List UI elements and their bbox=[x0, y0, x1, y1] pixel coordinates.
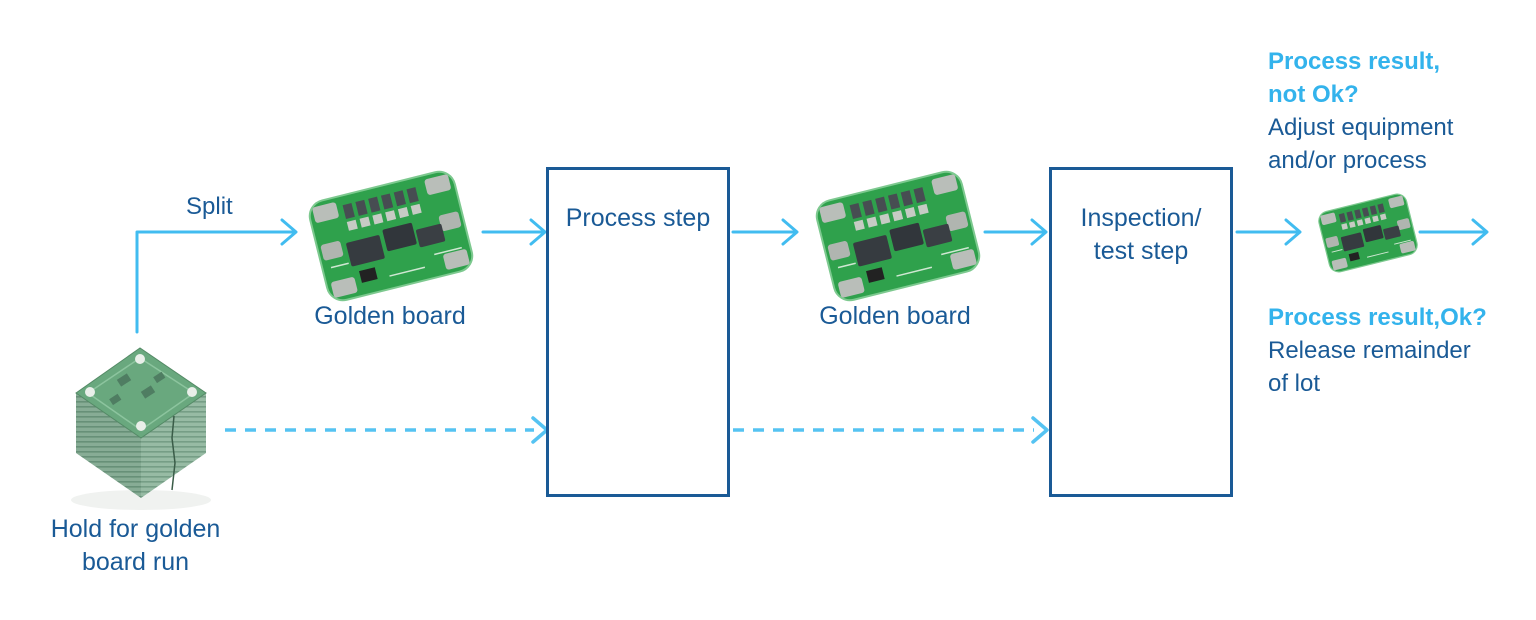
inspection-label-line2: test step bbox=[1093, 237, 1189, 265]
result-ok-note: Process result,Ok? Release remainder of … bbox=[1268, 301, 1498, 400]
not-ok-title-line1: Process result, bbox=[1268, 48, 1441, 75]
arrow-inspection-to-board3 bbox=[1235, 218, 1302, 246]
arrow-board2-to-inspection bbox=[983, 218, 1048, 246]
hold-label-line1: Hold for golden bbox=[50, 515, 221, 543]
inspection-test-step-box: Inspection/ test step bbox=[1049, 167, 1233, 497]
not-ok-body-line2: and/or process bbox=[1268, 147, 1427, 174]
dashed-arrowhead-inspection bbox=[1031, 416, 1049, 444]
arrow-board3-out bbox=[1418, 218, 1489, 246]
arrow-process-to-board2 bbox=[731, 218, 799, 246]
ok-body-line1: Release remainder bbox=[1268, 337, 1471, 364]
arrow-board1-to-process bbox=[481, 218, 547, 246]
not-ok-body-line1: Adjust equipment bbox=[1268, 114, 1454, 141]
hold-for-golden-board-run-label: Hold for golden board run bbox=[18, 513, 253, 579]
not-ok-title-line2: not Ok? bbox=[1268, 81, 1359, 108]
ok-body-line2: of lot bbox=[1268, 370, 1321, 397]
pcb-stack-image bbox=[71, 347, 211, 510]
result-not-ok-note: Process result, not Ok? Adjust equipment… bbox=[1268, 45, 1498, 177]
dashed-arrowhead-process bbox=[531, 416, 549, 444]
golden-board-label: Golden board bbox=[819, 302, 971, 330]
inspection-label-line1: Inspection/ bbox=[1080, 204, 1202, 232]
split-arrow bbox=[135, 218, 298, 334]
split-label: Split bbox=[186, 193, 233, 220]
process-step-label: Process step bbox=[565, 204, 711, 232]
ok-title: Process result,Ok? bbox=[1268, 304, 1487, 331]
process-step-box: Process step bbox=[546, 167, 730, 497]
hold-label-line2: board run bbox=[81, 548, 190, 576]
golden-board-label: Golden board bbox=[314, 302, 466, 330]
